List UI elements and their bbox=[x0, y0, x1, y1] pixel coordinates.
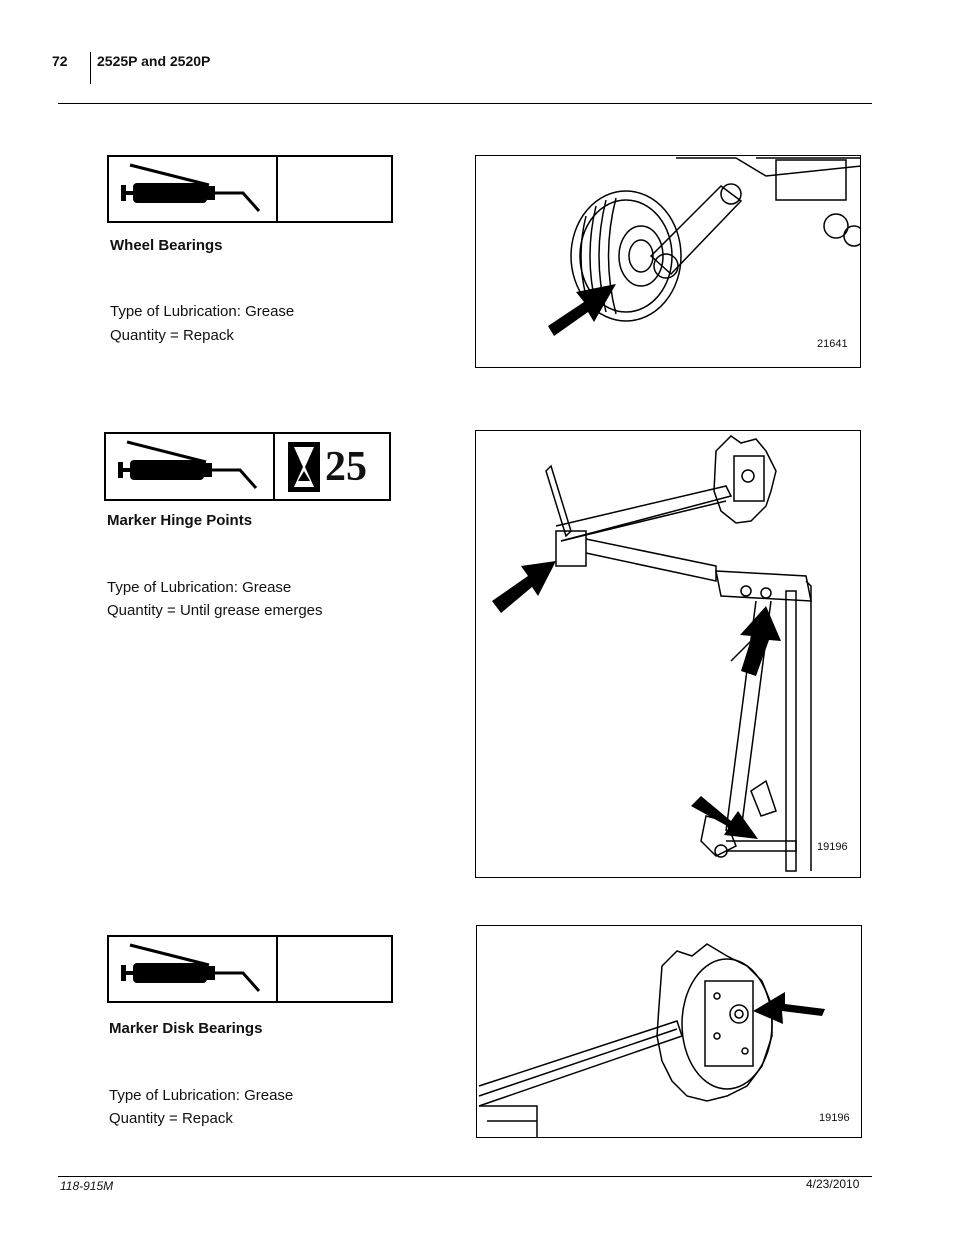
lubrication-symbol-box bbox=[107, 935, 393, 1003]
hourglass-icon bbox=[288, 441, 320, 492]
interval-hours: 25 bbox=[325, 443, 367, 490]
lube-type-text: Type of Lubrication: Grease bbox=[107, 579, 292, 596]
figure-number: 21641 bbox=[817, 338, 848, 350]
header-rule bbox=[58, 103, 872, 104]
document-code: 118-915M bbox=[60, 1179, 114, 1193]
marker-arm-illustration bbox=[492, 435, 812, 872]
grease-gun-cell bbox=[106, 434, 275, 499]
grease-gun-icon bbox=[121, 943, 261, 992]
marker-disk-illustration bbox=[478, 943, 825, 1137]
section-title-marker-disk-bearings: Marker Disk Bearings bbox=[109, 1020, 263, 1037]
figure-number: 19196 bbox=[819, 1112, 850, 1124]
section-title-wheel-bearings: Wheel Bearings bbox=[110, 237, 223, 254]
lubrication-symbol-box: 25 bbox=[104, 432, 391, 501]
interval-cell: 25 bbox=[275, 434, 389, 499]
figure-marker-disk-bearings: 19196 bbox=[476, 925, 862, 1138]
lube-type-text: Type of Lubrication: Grease bbox=[110, 303, 295, 320]
interval-cell bbox=[278, 937, 391, 1001]
grease-gun-icon bbox=[118, 440, 258, 489]
figure-wheel-bearings: 21641 bbox=[475, 155, 861, 368]
quantity-text: Quantity = Until grease emerges bbox=[107, 602, 323, 619]
revision-date: 4/23/2010 bbox=[806, 1177, 860, 1191]
grease-gun-icon bbox=[121, 163, 261, 212]
figure-number: 19196 bbox=[817, 841, 848, 853]
lubrication-symbol-box bbox=[107, 155, 393, 223]
quantity-text: Quantity = Repack bbox=[110, 327, 234, 344]
document-title: 2525P and 2520P bbox=[97, 53, 211, 69]
grease-gun-cell bbox=[109, 157, 278, 221]
grease-gun-cell bbox=[109, 937, 278, 1001]
lube-type-text: Type of Lubrication: Grease bbox=[109, 1087, 294, 1104]
section-title-marker-hinge-points: Marker Hinge Points bbox=[107, 512, 253, 529]
page-number: 72 bbox=[52, 53, 68, 69]
wheel-illustration bbox=[548, 157, 860, 336]
footer-rule bbox=[58, 1176, 872, 1177]
interval-cell bbox=[278, 157, 391, 221]
figure-marker-hinge-points: 19196 bbox=[475, 430, 861, 878]
quantity-text: Quantity = Repack bbox=[109, 1110, 233, 1127]
header-divider bbox=[90, 52, 91, 84]
